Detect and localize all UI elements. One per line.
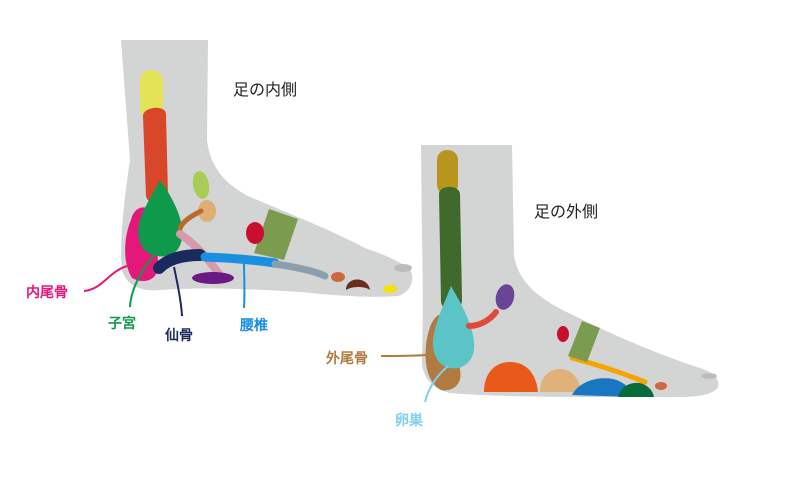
cervical-zone-outer [437,150,458,195]
lumbar-zone [200,252,280,268]
purple-zone [192,272,234,284]
outer-foot: 足の外側 外尾骨 卵巣 [326,145,719,429]
crimson-zone-inner [246,222,264,244]
orange-dot-inner [331,272,345,282]
orange-zone-outer [484,362,538,392]
uterus-zone [138,180,183,257]
ankle-zone [198,200,216,222]
tan-zone-outer [540,369,581,392]
label-lumbar: 腰椎 [239,317,268,334]
label-sacrum: 仙骨 [165,327,193,344]
ovary-zone [432,286,475,369]
leader-sacrum [173,266,183,317]
outer-foot-silhouette [421,145,719,398]
pinky-toe-nail [701,373,717,379]
thoracic-zone [271,260,329,280]
green-zone-outer [618,382,654,397]
spine-zone [143,107,168,204]
connector-red [466,309,499,329]
label-coccyx-outer: 外尾骨 [326,350,368,367]
inner-foot-silhouette [121,40,413,297]
orange-stripe [569,355,648,385]
orange-dot-outer [655,382,667,390]
olive-band-outer [568,321,600,362]
olive-band-inner [254,209,298,260]
sacrum-zone [153,249,206,274]
big-toe-nail [394,264,412,272]
leader-coccyx-outer [380,354,427,357]
title-outer-foot: 足の外側 [534,202,598,221]
label-ovary: 卵巣 [395,412,424,429]
label-coccyx-inner: 内尾骨 [26,284,68,301]
connector-brown [177,208,204,231]
title-inner-foot: 足の内側 [233,80,297,99]
label-uterus: 子宮 [108,315,136,332]
crimson-zone-outer [557,326,569,342]
blue-zone-outer [572,378,634,397]
hip-zone [192,171,210,199]
inner-foot: 足の内側 内尾骨 子宮 仙骨 腰椎 [26,40,413,344]
leader-ovary [424,365,449,403]
purple-zone-outer [495,284,515,310]
leader-uterus [129,251,158,308]
brown-halfmoon [346,279,370,290]
spine-zone-outer [439,186,462,311]
yellow-dot [383,285,397,293]
cervical-zone [140,70,163,118]
leader-coccyx-inner [83,265,128,292]
